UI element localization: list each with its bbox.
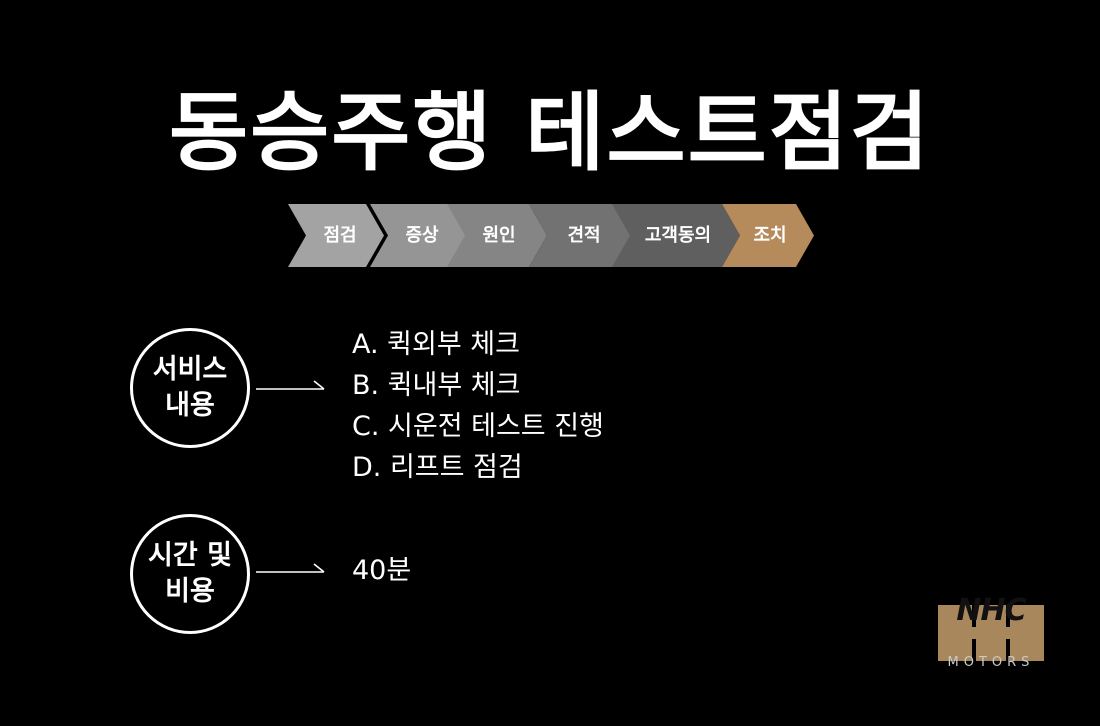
step-5: 조치 xyxy=(722,204,814,267)
time-cost-circle: 시간 및 비용 xyxy=(130,514,250,634)
step-2-label: 원인 xyxy=(482,225,516,246)
time-cost-circle-line2: 비용 xyxy=(165,576,215,607)
step-3: 견적 xyxy=(529,204,631,267)
time-arrow-icon xyxy=(256,563,325,573)
step-4-chevron xyxy=(612,204,740,267)
logo-subtitle: MOTORS xyxy=(947,655,1035,670)
step-0-chevron xyxy=(288,204,384,267)
logo-mark: NHC xyxy=(956,593,1026,628)
step-2-chevron xyxy=(447,204,547,267)
step-3-label: 견적 xyxy=(567,225,601,246)
service-circle-line2: 내용 xyxy=(165,390,215,421)
time-cost-circle-line1: 시간 및 xyxy=(148,540,232,571)
time-cost-value: 40분 xyxy=(352,555,412,586)
step-0-label: 점검 xyxy=(323,225,357,246)
step-5-label: 조치 xyxy=(753,225,787,246)
step-0: 점검 xyxy=(288,204,384,267)
step-4: 고객동의 xyxy=(612,204,740,267)
service-arrow-icon xyxy=(256,380,325,390)
list-item: B. 퀵내부 체크 xyxy=(352,370,521,401)
step-3-chevron xyxy=(529,204,631,267)
list-item: A. 퀵외부 체크 xyxy=(352,329,520,360)
service-list: A. 퀵외부 체크 B. 퀵내부 체크 C. 시운전 테스트 진행 D. 리프트… xyxy=(352,324,604,488)
nhc-logo-icon xyxy=(938,605,1044,661)
list-item: D. 리프트 점검 xyxy=(352,452,523,483)
step-4-label: 고객동의 xyxy=(644,225,712,246)
service-circle: 서비스 내용 xyxy=(130,328,250,448)
step-1-chevron xyxy=(370,204,466,267)
service-circle-line1: 서비스 xyxy=(152,354,228,385)
step-2: 원인 xyxy=(447,204,547,267)
step-1-label: 증상 xyxy=(405,225,439,246)
step-5-chevron xyxy=(722,204,814,267)
page-title: 동승주행 테스트점검 xyxy=(168,83,932,183)
list-item: C. 시운전 테스트 진행 xyxy=(352,411,604,442)
step-1: 증상 xyxy=(370,204,466,267)
